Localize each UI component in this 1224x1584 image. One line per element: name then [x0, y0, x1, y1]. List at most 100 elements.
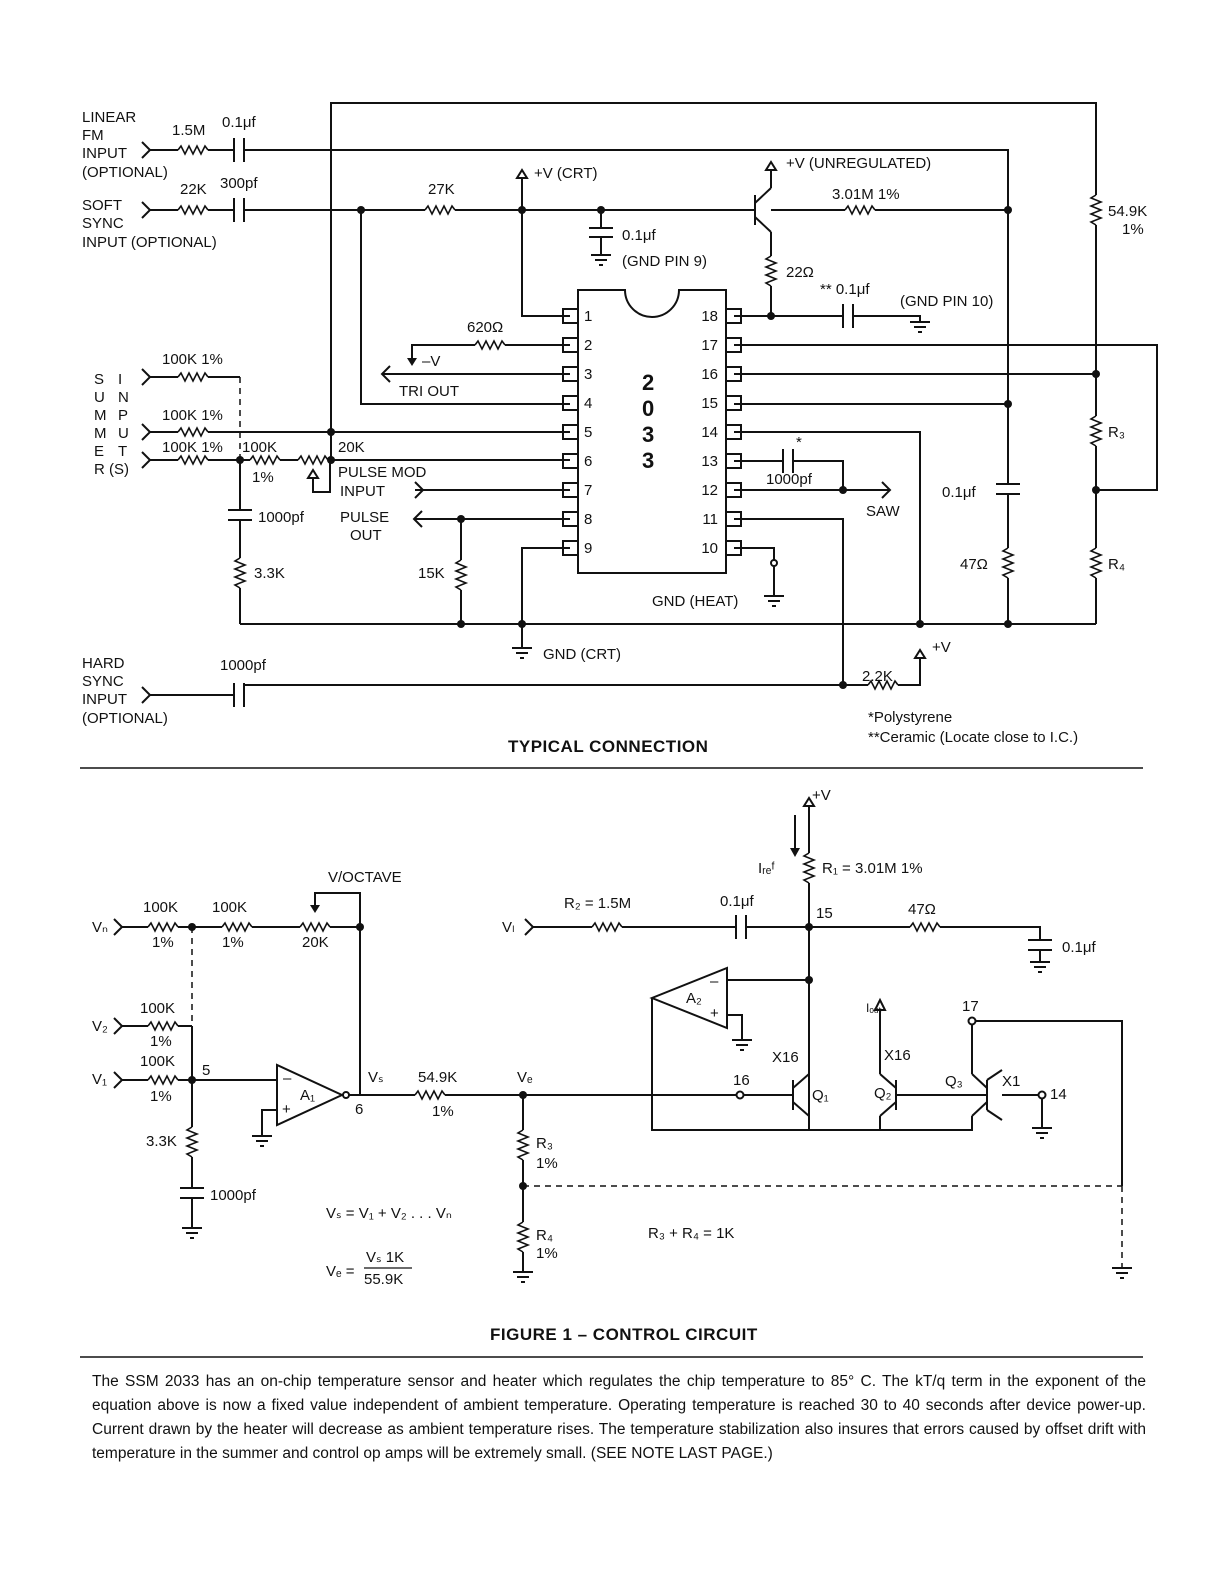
node14-label: 14 [1050, 1086, 1067, 1103]
r54-9k-tol-label: 1% [432, 1103, 454, 1120]
r100k-1-label: 100K [140, 1053, 175, 1070]
x16-b-label: X16 [884, 1047, 911, 1064]
q1-label: Q₁ [812, 1087, 829, 1104]
ic-pin-number: 6 [584, 453, 592, 470]
ic-digit-3: 3 [642, 422, 654, 447]
iref-label: Iᵣₑᶠ [758, 860, 775, 877]
a2-minus: – [710, 973, 719, 990]
v-unreg-label: +V (UNREGULATED) [786, 155, 931, 172]
ic-pin-number: 2 [584, 337, 592, 354]
star-mark: * [796, 434, 802, 451]
ic-pin-number: 17 [701, 337, 718, 354]
v2-label: V₂ [92, 1018, 108, 1035]
r-3-01m-label: 3.01M 1% [832, 186, 900, 203]
ic-pin-number: 9 [584, 540, 592, 557]
r-100k-a-label: 100K 1% [162, 351, 223, 368]
r-22k-label: 22K [180, 181, 207, 198]
r-54-9k-tol-label: 1% [1122, 221, 1144, 238]
node5-label: 5 [202, 1062, 210, 1079]
c0-1uf-right-bottom-label: 0.1μf [1062, 939, 1096, 956]
summer-letter-5: E [94, 443, 104, 460]
pulse-mod-label-2: INPUT [340, 483, 385, 500]
summer-letter-3: M [94, 407, 107, 424]
v-crt-label: +V (CRT) [534, 165, 597, 182]
ic-pin-number: 4 [584, 395, 592, 412]
note-polystyrene: *Polystyrene [868, 709, 952, 726]
r3-tol-label: 1% [536, 1155, 558, 1172]
r100k-n-tol-label: 1% [152, 934, 174, 951]
neg-v-label: –V [422, 353, 440, 370]
r-54-9k-label: 54.9K [1108, 203, 1147, 220]
node6-label: 6 [355, 1101, 363, 1118]
ic-pin-number: 13 [701, 453, 718, 470]
input-letter-3: P [118, 407, 128, 424]
r-100k-d-tol-label: 1% [252, 469, 274, 486]
c-1000pf-hard-label: 1000pf [220, 657, 267, 674]
linear-fm-label-3: INPUT [82, 145, 127, 162]
r100k-2-label: 100K [140, 1000, 175, 1017]
input-letter-4: U [118, 425, 129, 442]
a1-minus: – [283, 1070, 292, 1087]
r3-label: R₃ [1108, 424, 1125, 441]
r100k-n2-label: 100K [212, 899, 247, 916]
ic-pin-number: 1 [584, 308, 592, 325]
input-letter-5: T [118, 443, 127, 460]
tri-out-label: TRI OUT [399, 383, 459, 400]
soft-sync-label-1: SOFT [82, 197, 122, 214]
eq-ve-lhs: Vₑ = [326, 1263, 355, 1280]
r-47-label: 47Ω [960, 556, 988, 573]
r100k-2-tol-label: 1% [150, 1033, 172, 1050]
r2-label: R₂ = 1.5M [564, 895, 631, 912]
r-100k-b-label: 100K 1% [162, 407, 223, 424]
x16-a-label: X16 [772, 1049, 799, 1066]
summer-letter-6: R (S) [94, 461, 129, 478]
input-letter-1: I [118, 371, 122, 388]
node15-label: 15 [816, 905, 833, 922]
ic-digit-2: 0 [642, 396, 654, 421]
c-0-1uf-fm-label: 0.1μf [222, 114, 256, 131]
r4-tol-label: 1% [536, 1245, 558, 1262]
pot-20k-label: 20K [338, 439, 365, 456]
ic-digit-1: 2 [642, 370, 654, 395]
ic-pin-number: 3 [584, 366, 592, 383]
r3-bottom-label: R₃ [536, 1135, 553, 1152]
linear-fm-label-4: (OPTIONAL) [82, 164, 168, 181]
ic-pin-number: 8 [584, 511, 592, 528]
r-27k-label: 27K [428, 181, 455, 198]
vs-label: Vₛ [368, 1069, 384, 1086]
r-15k-label: 15K [418, 565, 445, 582]
a2-plus: + [710, 1005, 719, 1022]
x1-label: X1 [1002, 1073, 1020, 1090]
linear-fm-label-1: LINEAR [82, 109, 136, 126]
ic-pin-number: 7 [584, 482, 592, 499]
c-1000pf-saw-label: 1000pf [766, 471, 813, 488]
r100k-n2-tol-label: 1% [222, 934, 244, 951]
eq-r3-r4: R₃ + R₄ = 1K [648, 1225, 734, 1242]
ic-pin-number: 15 [701, 395, 718, 412]
input-letter-2: N [118, 389, 129, 406]
r54-9k-label: 54.9K [418, 1069, 457, 1086]
control-circuit-diagram: Vₙ 100K 1% 100K 1% V/OCTAVE 20K V₂ 100K … [92, 787, 1133, 1344]
c-300pf-label: 300pf [220, 175, 258, 192]
gnd-pin10-label: (GND PIN 10) [900, 293, 993, 310]
r3-3k-label: 3.3K [146, 1133, 177, 1150]
pot-20k-bottom-label: 20K [302, 934, 329, 951]
ic-pin-number: 18 [701, 308, 718, 325]
ic-2033-body [577, 289, 727, 574]
r1-label: R₁ = 3.01M 1% [822, 860, 923, 877]
hard-sync-label-2: SYNC [82, 673, 124, 690]
gnd-pin9-label: (GND PIN 9) [622, 253, 707, 270]
ic-pin-number: 11 [702, 511, 718, 528]
r-2-2k-label: 2.2K [862, 668, 893, 685]
a1-label: A₁ [300, 1087, 315, 1104]
eq-vs: Vₛ = V₁ + V₂ . . . Vₙ [326, 1205, 452, 1222]
node17-label: 17 [962, 998, 979, 1015]
pulse-mod-label: PULSE MOD [338, 464, 427, 481]
c1000pf-label: 1000pf [210, 1187, 257, 1204]
c-0-1uf-ceramic-label: ** 0.1μf [820, 281, 870, 298]
vl-label: Vₗ [502, 919, 515, 936]
ic-pin-number: 14 [701, 424, 718, 441]
eq-ve-den: 55.9K [364, 1271, 403, 1288]
v-plus-label: +V [932, 639, 951, 656]
r-100k-d-label: 100K [242, 439, 277, 456]
